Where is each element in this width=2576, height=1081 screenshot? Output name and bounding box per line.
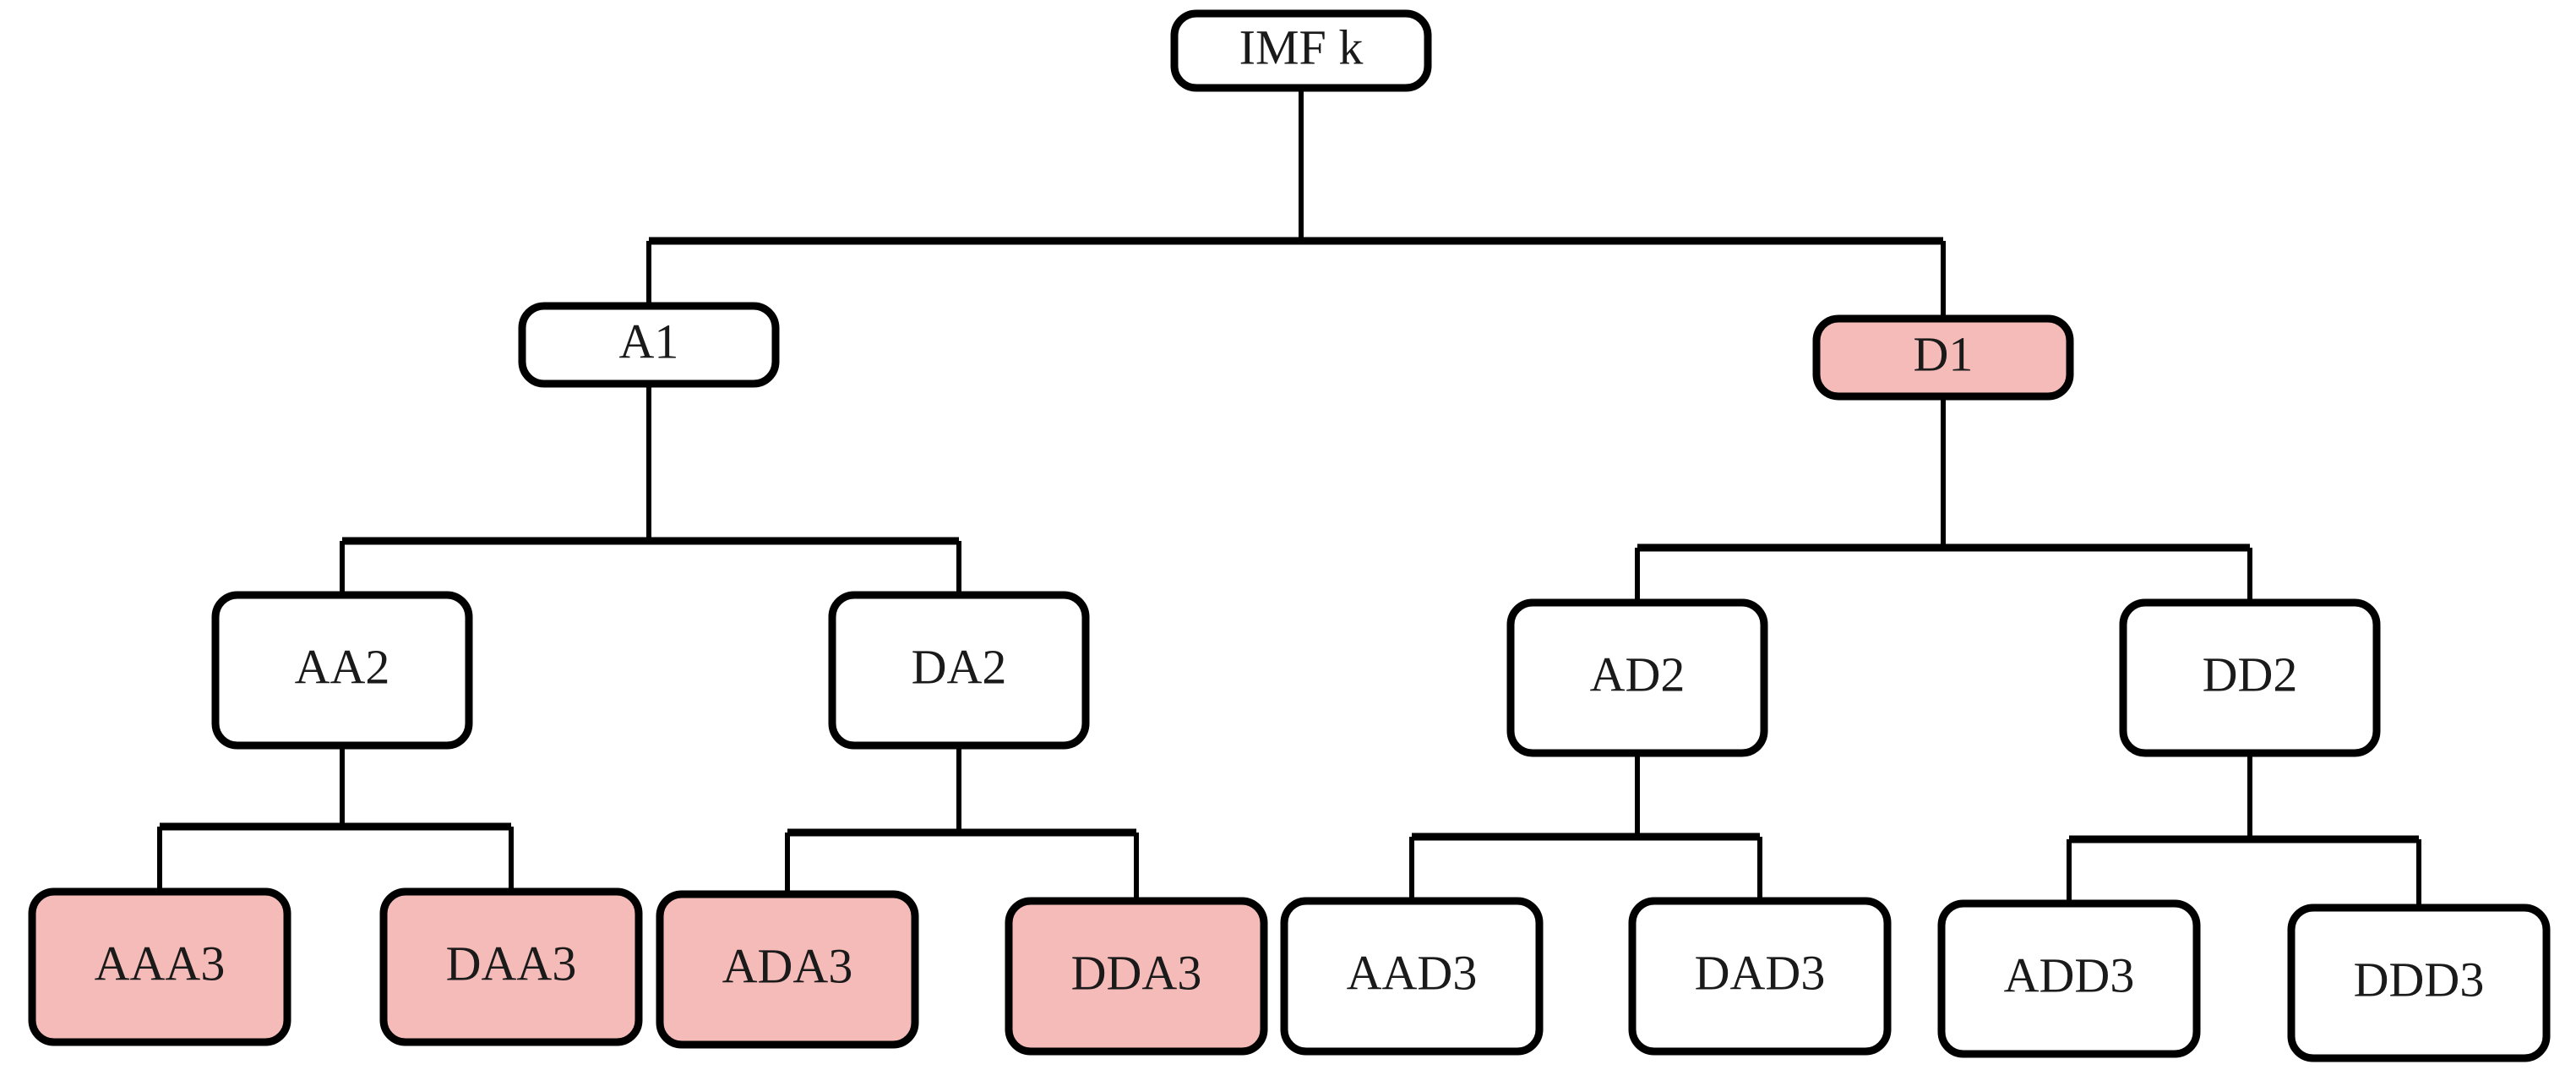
node-label-aad3: AAD3 bbox=[1347, 945, 1478, 1000]
node-box-aa2[interactable] bbox=[211, 591, 473, 750]
node-box-root[interactable] bbox=[1170, 9, 1432, 92]
node-ada3[interactable]: ADA3 bbox=[656, 890, 919, 1049]
node-label-dad3: DAD3 bbox=[1695, 945, 1826, 1000]
node-box-aaa3[interactable] bbox=[28, 887, 291, 1046]
node-label-aaa3: AAA3 bbox=[95, 936, 226, 991]
node-ad2[interactable]: AD2 bbox=[1506, 598, 1768, 757]
node-label-da2: DA2 bbox=[912, 639, 1007, 694]
node-add3[interactable]: ADD3 bbox=[1937, 899, 2201, 1058]
node-ddd3[interactable]: DDD3 bbox=[2287, 904, 2551, 1062]
node-label-add3: ADD3 bbox=[2004, 947, 2135, 1002]
edges-layer bbox=[157, 88, 2421, 908]
node-daa3[interactable]: DAA3 bbox=[379, 887, 643, 1046]
node-box-da2[interactable] bbox=[828, 591, 1090, 750]
node-box-daa3[interactable] bbox=[379, 887, 643, 1046]
node-box-ada3[interactable] bbox=[656, 890, 919, 1049]
node-label-root: IMF k bbox=[1239, 19, 1364, 74]
node-dad3[interactable]: DAD3 bbox=[1628, 897, 1892, 1056]
node-label-ad2: AD2 bbox=[1590, 647, 1686, 702]
node-box-d1[interactable] bbox=[1812, 314, 2074, 401]
node-box-ddd3[interactable] bbox=[2287, 904, 2551, 1062]
node-label-ddd3: DDD3 bbox=[2354, 952, 2485, 1007]
node-label-aa2: AA2 bbox=[295, 639, 390, 694]
node-box-dd2[interactable] bbox=[2119, 598, 2381, 757]
node-dda3[interactable]: DDA3 bbox=[1005, 897, 1268, 1056]
node-box-add3[interactable] bbox=[1937, 899, 2201, 1058]
node-box-a1[interactable] bbox=[518, 302, 780, 388]
node-box-dda3[interactable] bbox=[1005, 897, 1268, 1056]
node-label-ada3: ADA3 bbox=[722, 938, 853, 993]
node-box-ad2[interactable] bbox=[1506, 598, 1768, 757]
node-label-daa3: DAA3 bbox=[446, 936, 577, 991]
node-box-dad3[interactable] bbox=[1628, 897, 1892, 1056]
node-label-dda3: DDA3 bbox=[1071, 945, 1202, 1000]
node-dd2[interactable]: DD2 bbox=[2119, 598, 2381, 757]
node-box-aad3[interactable] bbox=[1280, 897, 1544, 1056]
node-d1[interactable]: D1 bbox=[1812, 314, 2074, 401]
node-aad3[interactable]: AAD3 bbox=[1280, 897, 1544, 1056]
node-label-a1: A1 bbox=[619, 314, 679, 369]
node-label-dd2: DD2 bbox=[2203, 647, 2298, 702]
node-da2[interactable]: DA2 bbox=[828, 591, 1090, 750]
node-root[interactable]: IMF k bbox=[1170, 9, 1432, 92]
node-aa2[interactable]: AA2 bbox=[211, 591, 473, 750]
node-label-d1: D1 bbox=[1914, 326, 1974, 381]
node-a1[interactable]: A1 bbox=[518, 302, 780, 388]
node-aaa3[interactable]: AAA3 bbox=[28, 887, 291, 1046]
